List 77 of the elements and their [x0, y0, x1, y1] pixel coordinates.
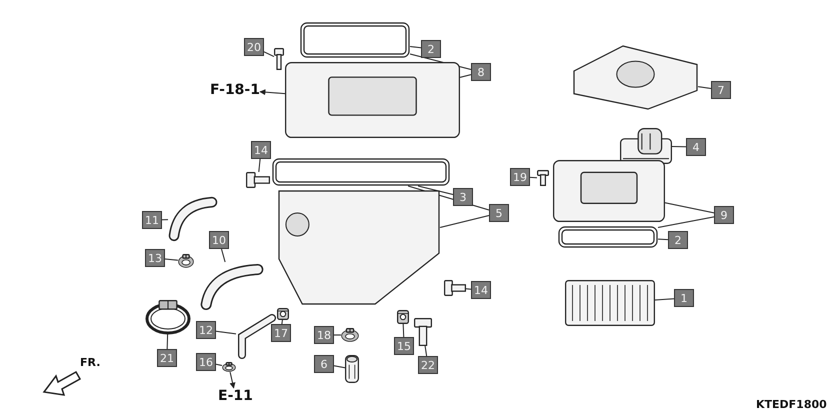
callout-number: 18 [314, 326, 334, 344]
case-drawing [278, 190, 440, 305]
leader-line [424, 346, 428, 356]
housing-drawing [573, 45, 698, 110]
filter-drawing [565, 280, 655, 326]
leader-line [654, 298, 674, 300]
leader-line [410, 46, 422, 48]
leader-line [334, 334, 342, 336]
callout-number: 4 [686, 138, 706, 156]
callout-number: 14 [471, 281, 491, 299]
leader-line [221, 248, 226, 262]
bolt-drawing [444, 280, 466, 296]
reference-arrow [259, 89, 286, 96]
leader-line [658, 216, 714, 228]
callout-number: 19 [510, 168, 530, 186]
callout-number: 20 [244, 38, 264, 56]
leader-line [216, 330, 236, 334]
gasket-drawing [300, 22, 410, 58]
callout-number: 22 [418, 356, 438, 374]
leader-line [672, 146, 686, 148]
callout-number: 11 [142, 211, 162, 229]
leader-line [166, 334, 168, 350]
callout-number: 16 [196, 353, 216, 371]
reference-label: F-18-1 [210, 82, 260, 98]
callout-number: 2 [421, 40, 441, 58]
clamp-drawing [341, 328, 359, 342]
callout-number: 14 [251, 141, 271, 159]
bolt-drawing [274, 48, 284, 70]
band-drawing [146, 300, 190, 334]
cover-drawing [553, 160, 665, 222]
leader-line [698, 86, 712, 89]
leader-line [334, 365, 346, 368]
callout-number: 1 [674, 289, 694, 307]
leader-line [530, 176, 538, 178]
leader-line [664, 202, 714, 214]
leader-line [418, 186, 454, 195]
callout-number: 6 [314, 355, 334, 373]
plug-drawing [345, 355, 359, 383]
gasket-drawing [272, 158, 450, 186]
leader-line [164, 258, 178, 261]
clamp-drawing [178, 254, 194, 268]
tube-drawing [198, 262, 266, 312]
leader-line [162, 219, 168, 220]
callout-number: 7 [711, 81, 731, 99]
clip-drawing [277, 308, 289, 320]
callout-number: 12 [196, 321, 216, 339]
clip-drawing [397, 310, 409, 324]
callout-number: 9 [714, 206, 734, 224]
callout-number: 5 [489, 204, 509, 222]
callout-number: 3 [453, 188, 473, 206]
bolt-drawing [414, 318, 432, 346]
leader-line [258, 158, 261, 172]
callout-number: 15 [394, 337, 414, 355]
callout-number: 13 [145, 249, 165, 267]
callout-number: 10 [209, 231, 229, 249]
leader-line [658, 238, 668, 240]
ring-drawing [222, 362, 236, 372]
leader-line [460, 74, 472, 78]
callout-number: 8 [471, 63, 491, 81]
reference-arrow [230, 372, 236, 389]
gasket-drawing [558, 226, 658, 248]
leader-line [216, 364, 222, 366]
direction-label: FR. [80, 356, 100, 369]
leader-line [281, 320, 283, 324]
hose-drawing [236, 314, 276, 359]
bolt-drawing [246, 172, 270, 188]
callout-number: 2 [668, 231, 688, 249]
diagram-code: KTEDF1800 [756, 398, 827, 411]
reference-label: E-11 [218, 388, 253, 404]
callout-number: 21 [157, 349, 177, 367]
callout-number: 17 [271, 324, 291, 342]
leader-line [264, 51, 274, 58]
leader-line [466, 288, 472, 290]
leader-line [402, 324, 404, 338]
bolt-drawing [537, 170, 549, 186]
cover-drawing [285, 62, 460, 138]
leader-line [440, 215, 490, 228]
